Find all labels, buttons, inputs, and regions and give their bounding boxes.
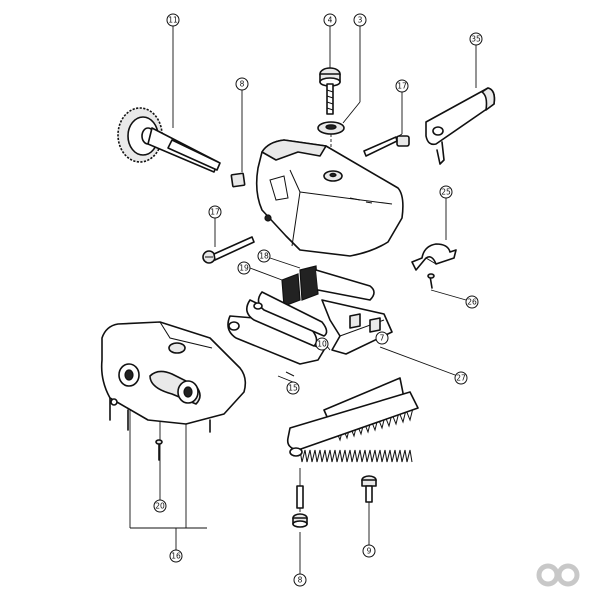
callout-8-top: 8 (235, 77, 249, 91)
callout-18: 18 (257, 249, 271, 263)
callout-17-left: 17 (208, 205, 222, 219)
callout-4: 4 (323, 13, 337, 27)
key-tool (425, 87, 496, 165)
callout-19: 19 (237, 261, 251, 275)
callout-7: 7 (375, 331, 389, 345)
callout-35: 35 (469, 32, 483, 46)
svg-text:7: 7 (380, 334, 385, 343)
callout-25: 25 (439, 185, 453, 199)
bracket-plates (281, 265, 375, 307)
left-block-housing (100, 321, 247, 461)
bottom-screws (292, 475, 377, 528)
svg-text:17: 17 (397, 82, 407, 91)
blade-holder (227, 291, 328, 377)
svg-text:8: 8 (240, 80, 245, 89)
callout-11: 11 (166, 13, 180, 27)
cutter-combs (286, 377, 419, 463)
lever-assembly (321, 299, 393, 355)
svg-text:17: 17 (210, 208, 220, 217)
callout-20: 20 (153, 499, 167, 513)
main-housing (255, 139, 404, 257)
callouts: 11 4 3 35 8 17 17 25 (153, 13, 483, 587)
callout-26: 26 (465, 295, 479, 309)
callout-27: 27 (454, 371, 468, 385)
svg-text:25: 25 (441, 188, 451, 197)
svg-text:27: 27 (456, 374, 466, 383)
svg-text:9: 9 (367, 547, 372, 556)
callout-16: 16 (169, 549, 183, 563)
callout-3: 3 (353, 13, 367, 27)
svg-text:16: 16 (171, 552, 181, 561)
svg-text:26: 26 (467, 298, 477, 307)
callout-10: 10 (315, 337, 329, 351)
svg-text:20: 20 (155, 502, 165, 511)
svg-text:15: 15 (288, 384, 298, 393)
svg-text:10: 10 (317, 340, 327, 349)
right-screw (363, 135, 410, 157)
svg-text:4: 4 (328, 16, 333, 25)
svg-text:18: 18 (259, 252, 269, 261)
callout-9: 9 (362, 544, 376, 558)
watermark-logo (536, 563, 580, 587)
svg-text:19: 19 (239, 264, 249, 273)
svg-text:35: 35 (471, 35, 481, 44)
callout-8-bottom: 8 (293, 573, 307, 587)
clamp-bracket (411, 243, 457, 289)
gear-shaft-assembly (117, 107, 246, 188)
svg-text:3: 3 (358, 16, 363, 25)
svg-text:11: 11 (168, 16, 178, 25)
left-screw (202, 236, 255, 264)
svg-text:8: 8 (298, 576, 303, 585)
top-screw-and-washer (317, 67, 345, 160)
callout-17-right: 17 (395, 79, 409, 93)
callout-15: 15 (286, 381, 300, 395)
